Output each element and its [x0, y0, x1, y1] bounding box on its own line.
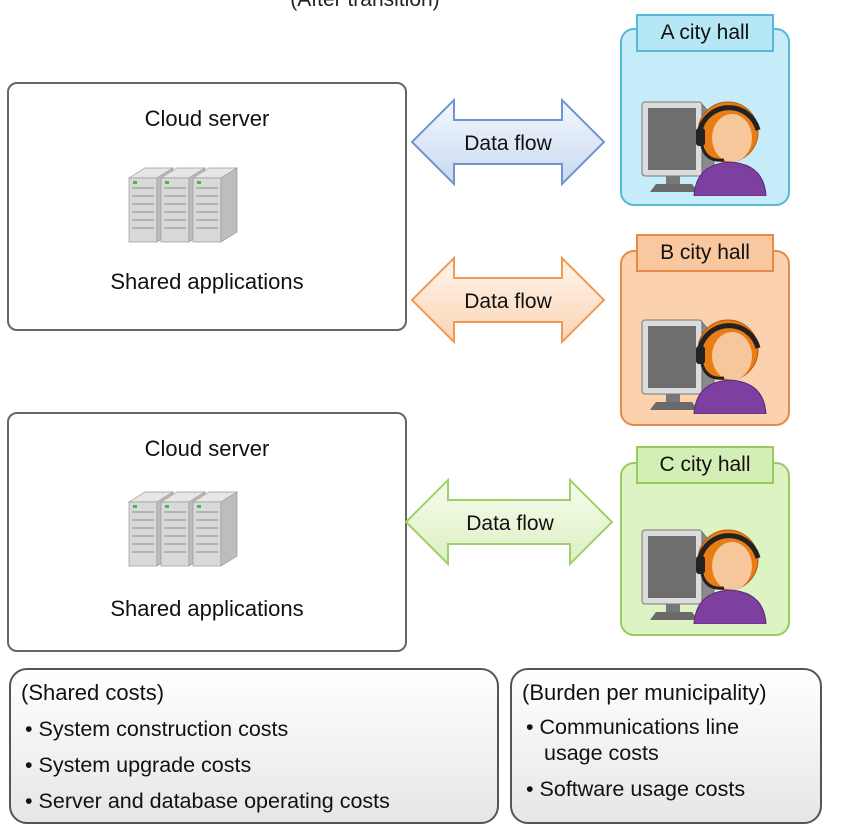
data-flow-label: Data flow — [464, 290, 552, 313]
shared-applications-label: Shared applications — [110, 596, 304, 621]
shared-cost-item: • System construction costs — [25, 717, 289, 741]
burden-heading: (Burden per municipality) — [522, 680, 767, 705]
cloud-server-label: Cloud server — [144, 106, 270, 131]
cloud-server-label: Cloud server — [144, 436, 270, 461]
city-hall-c-label: C city hall — [636, 446, 774, 484]
server-rack-icon — [127, 491, 239, 567]
cloud-server-box: Cloud server Shared applications — [7, 412, 407, 652]
data-flow-label: Data flow — [464, 132, 552, 155]
city-hall-a-label: A city hall — [636, 14, 774, 52]
shared-costs-heading: (Shared costs) — [21, 680, 165, 705]
data-flow-arrow-a: Data flow — [410, 97, 606, 187]
burden-item: • Communications line — [526, 715, 740, 739]
shared-cost-item: • Server and database operating costs — [25, 789, 390, 813]
data-flow-arrow-c: Data flow — [404, 477, 614, 567]
data-flow-arrow-b: Data flow — [410, 255, 606, 345]
data-flow-label: Data flow — [466, 512, 554, 535]
city-hall-b-label: B city hall — [636, 234, 774, 272]
server-rack-icon — [127, 167, 239, 243]
burden-per-municipality-box: (Burden per municipality) • Communicatio… — [510, 668, 822, 824]
burden-item-continuation: usage costs — [544, 741, 659, 765]
burden-item: • Software usage costs — [526, 777, 746, 801]
shared-cost-item-text: Server and database operating costs — [38, 789, 390, 813]
shared-applications-label: Shared applications — [110, 269, 304, 294]
shared-cost-item: • System upgrade costs — [25, 753, 252, 777]
shared-cost-item-text: System upgrade costs — [38, 753, 252, 777]
operator-icon — [641, 101, 767, 196]
operator-icon — [641, 319, 767, 414]
operator-icon — [641, 529, 767, 624]
burden-item-text: Software usage costs — [539, 777, 746, 801]
diagram-title: (After transition) — [265, 0, 465, 16]
shared-cost-item-text: System construction costs — [38, 717, 289, 741]
cloud-server-box: Cloud server Shared applications — [7, 82, 407, 331]
burden-item-text: Communications line — [539, 715, 740, 739]
shared-costs-box: (Shared costs) • System construction cos… — [9, 668, 499, 824]
